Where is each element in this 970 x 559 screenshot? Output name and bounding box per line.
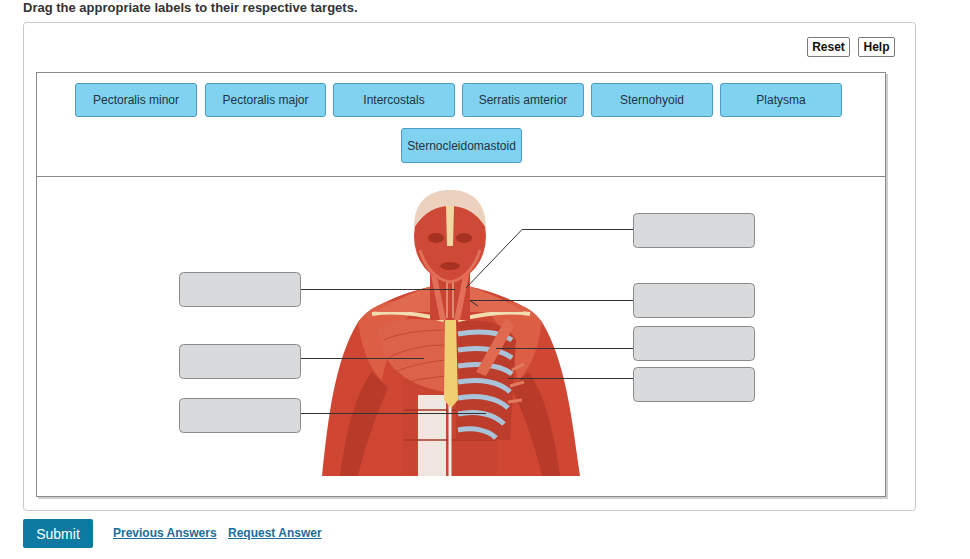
drag-label: Pectoralis major: [205, 83, 326, 117]
node-text: Sternocleidomastoid: [407, 139, 516, 153]
leader-line: [301, 230, 633, 414]
reset-button: Reset: [807, 37, 850, 57]
node-text: Pectoralis minor: [93, 93, 179, 107]
drag-label: Pectoralis minor: [75, 83, 197, 117]
node-text: Pectoralis major: [222, 93, 308, 107]
drag-label: Serratis amterior: [462, 83, 584, 117]
node-text: Platysma: [756, 93, 805, 107]
node-text: Serratis amterior: [479, 93, 568, 107]
drag-label: Platysma: [720, 83, 842, 117]
drag-label: Intercostals: [333, 83, 455, 117]
node-text: Submit: [36, 526, 80, 542]
drag-label: Sternohyoid: [591, 83, 713, 117]
footer-link: Previous Answers: [113, 526, 217, 540]
outer-frame: [24, 23, 916, 511]
drag-panel: [37, 73, 886, 497]
node-text: Sternohyoid: [620, 93, 684, 107]
panel-divider: [37, 176, 885, 177]
page-title: Drag the appropriate labels to their res…: [23, 0, 358, 15]
node-text: Reset: [812, 40, 845, 54]
node-text: Intercostals: [363, 93, 424, 107]
help-button: Help: [858, 37, 895, 57]
drag-label: Sternocleidomastoid: [401, 128, 522, 163]
node-text: Help: [863, 40, 889, 54]
drop-target: [180, 214, 755, 433]
torso-illustration: [322, 190, 580, 476]
footer-link: Request Answer: [228, 526, 322, 540]
submit-button: Submit: [23, 519, 93, 548]
